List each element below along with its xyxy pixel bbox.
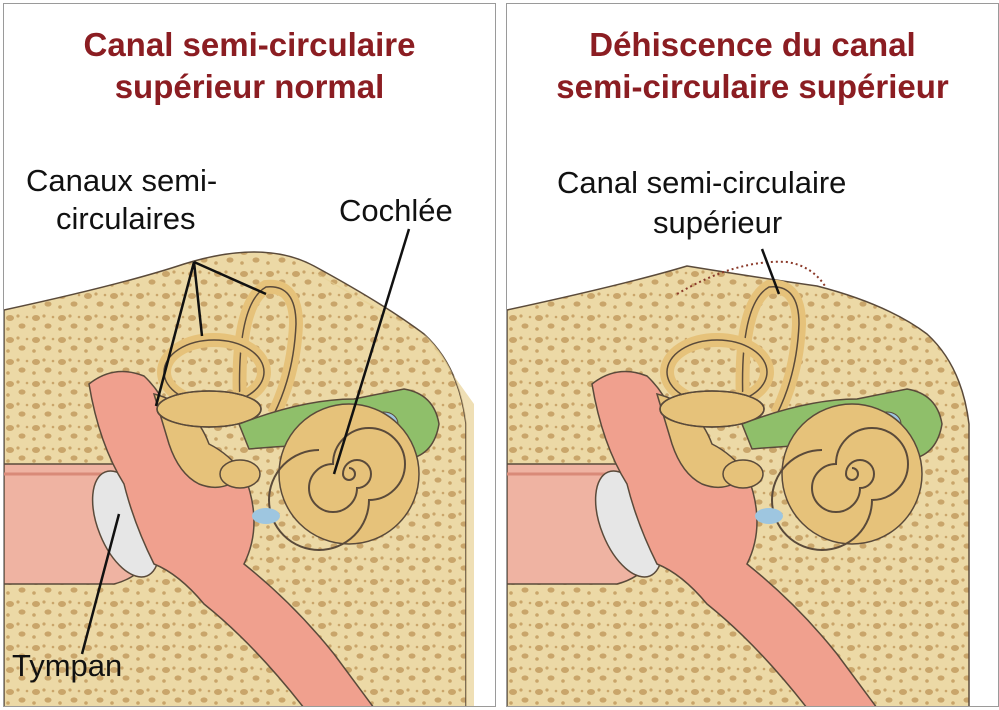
label-cochlee: Cochlée bbox=[339, 193, 453, 228]
panel-normal: Canal semi-circulaire supérieur normal bbox=[3, 3, 496, 707]
ear-anatomy-illustration-normal bbox=[4, 228, 474, 706]
panel-title-line2: semi-circulaire supérieur bbox=[556, 68, 949, 105]
semicircular-canals bbox=[156, 279, 304, 428]
panel-title-line1: Canal semi-circulaire bbox=[83, 26, 416, 63]
label-canal-line2: supérieur bbox=[653, 205, 783, 240]
semicircular-canals bbox=[659, 279, 807, 428]
label-canaux-line1: Canaux semi- bbox=[26, 163, 218, 198]
leader-lines bbox=[80, 228, 411, 655]
label-tympan: Tympan bbox=[12, 648, 123, 683]
panel-dehiscence: Déhiscence du canal semi-circulaire supé… bbox=[506, 3, 999, 707]
label-canal-line1: Canal semi-circulaire bbox=[557, 165, 847, 200]
cochlea bbox=[771, 403, 923, 551]
cochlea bbox=[268, 403, 420, 551]
panel-title: Canal semi-circulaire supérieur normal bbox=[4, 24, 495, 108]
label-canaux-line2: circulaires bbox=[56, 201, 196, 236]
panel-title-line1: Déhiscence du canal bbox=[589, 26, 916, 63]
leader-lines bbox=[760, 248, 781, 295]
panel-title-line2: supérieur normal bbox=[114, 68, 385, 105]
ear-anatomy-illustration-dehiscence bbox=[507, 248, 970, 706]
panel-title: Déhiscence du canal semi-circulaire supé… bbox=[507, 24, 998, 108]
dehiscence-line bbox=[676, 260, 826, 295]
